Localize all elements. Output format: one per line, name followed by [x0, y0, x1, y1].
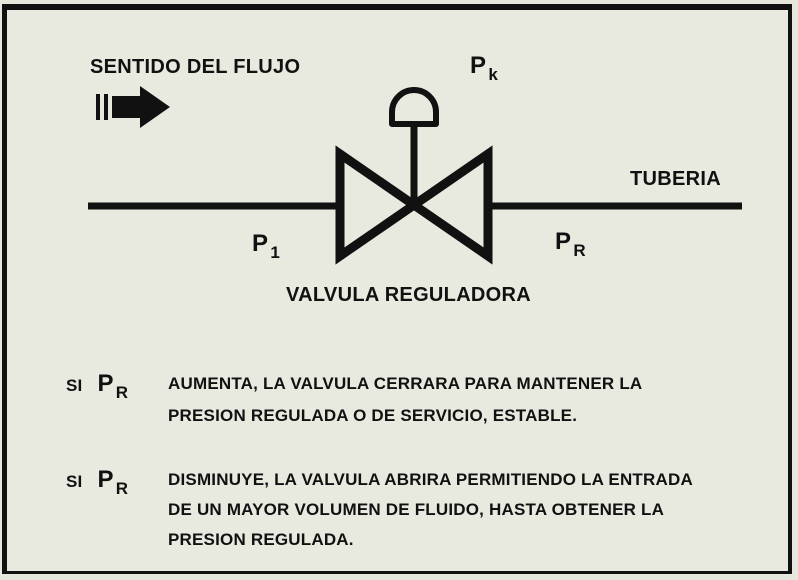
pk-subscript: k [488, 65, 499, 84]
note-2-line-1: DISMINUYE, LA VALVULA ABRIRA PERMITIENDO… [168, 470, 693, 489]
valve-caption: VALVULA REGULADORA [286, 284, 532, 306]
note-2-prefix: SI [66, 472, 83, 491]
actuator-dome-icon [389, 87, 439, 127]
note-2-line-3: PRESION REGULADA. [168, 530, 354, 549]
flow-direction-label: SENTIDO DEL FLUJO [90, 56, 301, 78]
p1-letter: P [252, 230, 269, 257]
valve-body-left [335, 145, 422, 265]
note-2-subscript: R [115, 479, 129, 498]
pr-letter: P [555, 228, 572, 255]
p1-subscript: 1 [270, 243, 281, 262]
note-1-subscript: R [115, 383, 129, 402]
note-2-p: P [97, 466, 114, 493]
note-1-prefix: SI [66, 376, 83, 395]
valve-body-right [406, 145, 493, 265]
note-2-line-2: DE UN MAYOR VOLUMEN DE FLUIDO, HASTA OBT… [168, 500, 665, 519]
note-1-line-1: AUMENTA, LA VALVULA CERRARA PARA MANTENE… [168, 374, 643, 393]
pipe-label: TUBERIA [630, 168, 721, 190]
pr-subscript: R [573, 241, 586, 260]
flow-arrow-icon [96, 86, 170, 128]
note-1-p: P [97, 370, 114, 397]
pk-letter: P [470, 52, 487, 79]
note-1-line-2: PRESION REGULADA O DE SERVICIO, ESTABLE. [168, 406, 578, 425]
